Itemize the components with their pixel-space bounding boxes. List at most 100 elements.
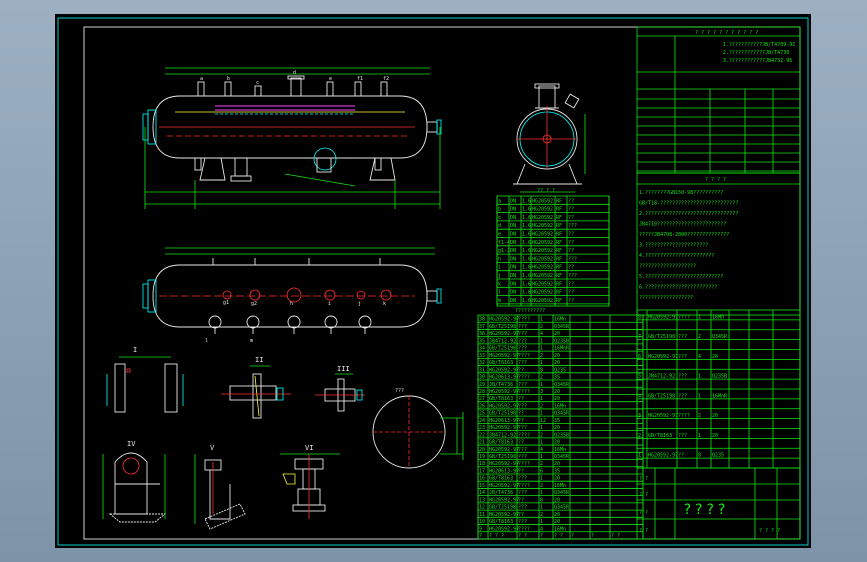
parts-cell: 2 xyxy=(540,353,543,359)
nozzle-cell: DN xyxy=(510,290,516,296)
nozzle-cell: ?? xyxy=(568,298,574,304)
parts-cell: ??? xyxy=(518,476,527,482)
parts-cell: HG20613-97 xyxy=(489,375,519,381)
parts-cell: Q345R xyxy=(712,334,728,340)
nozzle-cell: j xyxy=(498,273,501,279)
parts-cell: GB/T25198 xyxy=(489,505,516,511)
parts-cell: Q345R xyxy=(554,490,570,496)
parts-cell: ??? xyxy=(678,334,687,340)
parts-cell: 22 xyxy=(479,432,485,438)
sheet-label: ? ? ? ? xyxy=(759,528,780,534)
nozzle-cell: a xyxy=(498,198,501,204)
parts-cell: 23 xyxy=(479,425,485,431)
parts-cell: ??? xyxy=(518,490,527,496)
parts-cell: 33 xyxy=(479,353,485,359)
nozzle-cell: b xyxy=(498,207,501,213)
parts-list xyxy=(477,309,801,540)
parts-cell: HG20592-97 xyxy=(489,512,519,518)
parts-cell: ??? xyxy=(518,338,527,344)
parts-cell: 24 xyxy=(479,418,485,424)
parts-cell: ??? xyxy=(678,393,687,399)
parts-cell: ?? xyxy=(518,497,524,503)
parts-header-cell: ? ? xyxy=(611,533,620,539)
tb-label-3: ? ? xyxy=(639,510,648,516)
detail-label-6: VI xyxy=(305,444,313,452)
nozzle-cell: 1.6 xyxy=(522,273,531,279)
parts-cell: 4 xyxy=(698,354,701,360)
nozzle-cell: DN xyxy=(510,223,516,229)
note-line: ?????????????????? xyxy=(639,295,693,301)
note-line: 5.?????????????????????????? xyxy=(639,274,723,280)
parts-cell: 36 xyxy=(479,331,485,337)
parts-cell: 1 xyxy=(540,346,543,352)
parts-cell: 20 xyxy=(479,447,485,453)
parts-cell: 15 xyxy=(479,483,485,489)
outer-frame xyxy=(57,17,809,546)
parts-cell: 16Mn xyxy=(554,403,566,409)
parts-cell: 16 xyxy=(479,476,485,482)
parts-cell: ?? xyxy=(518,418,524,424)
parts-cell: ??? xyxy=(518,403,527,409)
parts-header-cell: ? xyxy=(571,533,574,539)
side-view xyxy=(513,83,586,193)
parts-cell: 20 xyxy=(554,497,560,503)
cad-text-layer: ? ? ? ? ? ? ? ? ? ? ? 1.???????????JB/T4… xyxy=(127,30,795,539)
parts-cell: 1 xyxy=(540,425,543,431)
parts-cell: 12 xyxy=(479,505,485,511)
vessel-shell xyxy=(152,95,428,159)
note-line: 2.??????????????????????????????? xyxy=(639,211,738,217)
parts-cell: HG20592-97 xyxy=(489,367,519,373)
parts-cell: 1 xyxy=(540,505,543,511)
parts-cell: 1 xyxy=(698,393,701,399)
detail-label-2: II xyxy=(255,356,263,364)
parts-cell: ??? xyxy=(518,447,527,453)
parts-cell: 32 xyxy=(479,360,485,366)
nozzle-cell: i xyxy=(498,265,501,271)
parts-cell: 35 xyxy=(554,375,560,381)
nozzle-cell: HG20592 xyxy=(532,281,553,287)
nozzle-cell: RF xyxy=(556,215,562,221)
parts-cell: JB4712-92 xyxy=(489,432,516,438)
parts-cell: Q235B xyxy=(554,338,569,344)
parts-cell: 1 xyxy=(540,476,543,482)
parts-cell: HG20592-97 xyxy=(489,389,519,395)
nozzle-cell: l xyxy=(498,290,501,296)
parts-cell: HG20592-97 xyxy=(489,497,519,503)
nozzle-cell: RF xyxy=(556,290,562,296)
parts-cell: 19 xyxy=(479,454,485,460)
nozzle-cell: 1.6 xyxy=(522,232,531,238)
parts-cell: 1 xyxy=(698,374,701,380)
parts-cell: 4 xyxy=(540,526,543,532)
parts-cell: GB/T8163 xyxy=(489,396,513,402)
parts-cell: ?? xyxy=(518,411,524,417)
nozzle-cell: 1.6 xyxy=(522,215,531,221)
parts-cell: ??? xyxy=(518,360,527,366)
parts-cell: 1 xyxy=(638,453,641,459)
note-line: 6.???????????????????????? xyxy=(639,285,717,291)
parts-cell: 2 xyxy=(540,432,543,438)
front-view xyxy=(142,67,442,209)
nozzle-cell: HG20592 xyxy=(532,273,553,279)
parts-cell: GB/T25198 xyxy=(489,346,516,352)
parts-cell: HG20592-97 xyxy=(489,317,519,323)
nozzle-cell: RF xyxy=(556,281,562,287)
note-line: 1.????????GB150-98?????????? xyxy=(639,190,723,196)
nozzle-cell: g1-2 xyxy=(498,248,510,254)
nozzle-cell: RF xyxy=(556,198,562,204)
nozzle-cell: HG20592 xyxy=(532,223,553,229)
parts-cell: HG20613-97 xyxy=(489,468,519,474)
nozzle-cell: HG20592 xyxy=(532,207,553,213)
parts-cell: 2 xyxy=(540,375,543,381)
nozzle-cell: HG20592 xyxy=(532,290,553,296)
parts-cell: 8 xyxy=(540,367,543,373)
parts-cell: 4 xyxy=(540,331,543,337)
nozzle-cell: ?? xyxy=(568,240,574,246)
parts-cell: Q345R xyxy=(554,411,570,417)
nozzle-cell: DN xyxy=(510,273,516,279)
parts-cell: GB/T8163 xyxy=(489,440,513,446)
parts-cell: 20 xyxy=(712,433,718,439)
parts-cell: 16Mn xyxy=(554,526,566,532)
parts-cell: HG20592-97 xyxy=(648,314,678,320)
nozzle-cell: DN xyxy=(510,281,516,287)
parts-list-title: ?????????? xyxy=(515,308,545,314)
